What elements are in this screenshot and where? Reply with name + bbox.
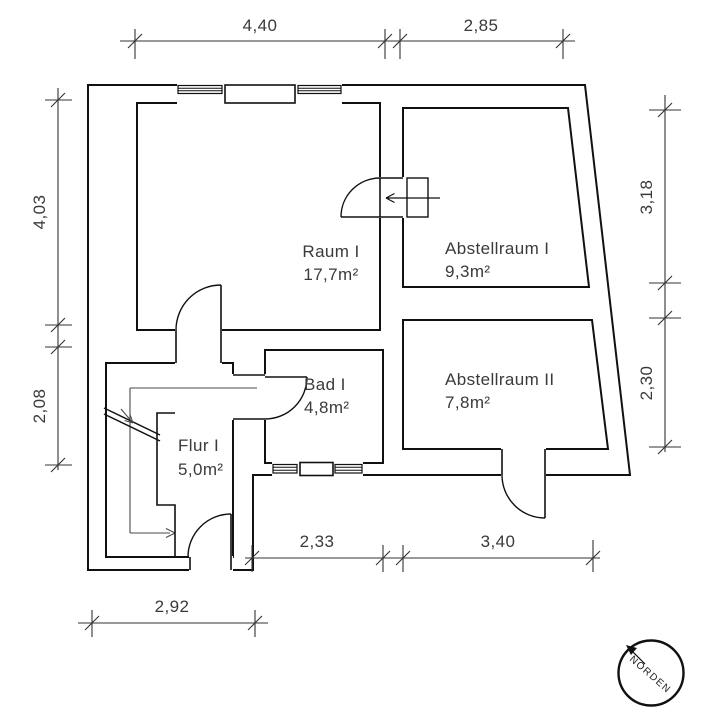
room-label-bad1: Bad I xyxy=(304,375,346,394)
wall-openings xyxy=(175,83,546,571)
window-north-left xyxy=(177,84,223,95)
room-label-flur1: Flur I xyxy=(178,436,219,455)
stair-walk-arrow xyxy=(165,528,176,538)
door-raum-flur xyxy=(175,284,222,363)
room-area-bad1: 4,8m² xyxy=(304,398,349,417)
door-flur-bad xyxy=(233,374,308,420)
door-abstellraum2 xyxy=(501,449,546,519)
dim-bottom-1: 2,33 xyxy=(300,532,335,551)
stair-break-line xyxy=(103,407,161,442)
window-south-right xyxy=(334,463,363,474)
dim-left-1: 4,03 xyxy=(30,195,49,230)
north-label: NORDEN xyxy=(627,654,673,696)
dim-bottom-2: 3,40 xyxy=(481,532,516,551)
dim-top-2: 2,85 xyxy=(464,16,499,35)
dim-right-2: 2,30 xyxy=(637,366,656,401)
room-area-flur1: 5,0m² xyxy=(178,460,223,479)
north-compass: NORDEN xyxy=(617,639,685,707)
dim-left-2: 2,08 xyxy=(30,389,49,424)
stair-edge xyxy=(156,412,176,556)
stair-break-arrow xyxy=(120,408,134,424)
door-entrance xyxy=(187,513,232,570)
wall-pier-north xyxy=(224,84,296,104)
room-label-abstellraum1: Abstellraum I xyxy=(445,239,549,258)
dim-bottom-outer: 2,92 xyxy=(155,597,190,616)
staircase xyxy=(103,387,257,556)
room-label-raum1: Raum I xyxy=(302,242,359,261)
door-raum-abstellraum xyxy=(340,177,440,218)
compass-circle xyxy=(617,639,685,707)
window-north-right xyxy=(297,84,342,95)
stair-walk-line xyxy=(129,387,257,534)
north-arrowhead-icon xyxy=(626,645,637,655)
window-south-left xyxy=(272,463,298,474)
room-area-abstellraum2: 7,8m² xyxy=(445,393,490,412)
dim-top-1: 4,40 xyxy=(243,16,278,35)
room-label-abstellraum2: Abstellraum II xyxy=(445,370,555,389)
entry-arrow xyxy=(385,192,440,204)
dim-right-1: 3,18 xyxy=(637,180,656,215)
wall-pier-south xyxy=(299,461,334,477)
dimension-lines xyxy=(45,29,681,637)
room-area-raum1: 17,7m² xyxy=(303,265,358,284)
north-arrow-icon xyxy=(630,649,646,665)
room-area-abstellraum1: 9,3m² xyxy=(445,262,490,281)
walls-outline xyxy=(87,84,632,571)
